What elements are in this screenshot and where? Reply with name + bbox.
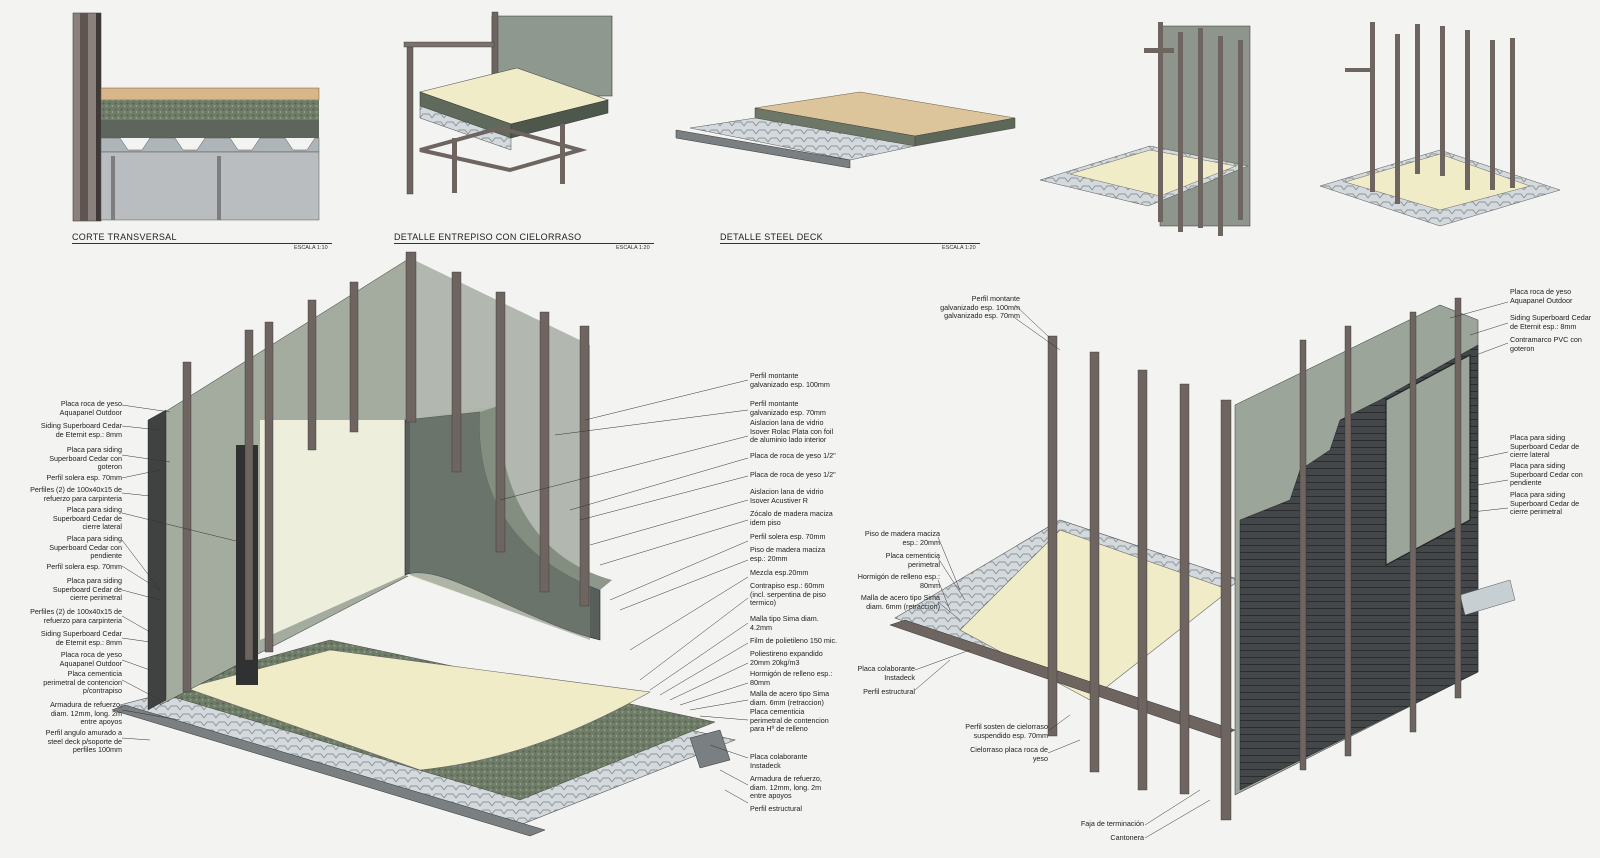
detail-title-entrepiso: DETALLE ENTREPISO CON CIELORRASO (394, 232, 582, 242)
center-label: Perfil solera esp. 70mm (750, 532, 826, 541)
left-label: Placa cementicia perimetral de contencio… (43, 669, 122, 696)
title-underline (720, 243, 980, 244)
right-inner-label: Perfil estructural (863, 687, 915, 696)
right-inner-label: Placa colaborante Instadeck (857, 664, 915, 682)
right-outer-label: Placa roca de yeso Aquapanel Outdoor (1510, 287, 1573, 305)
left-label: Placa roca de yeso Aquapanel Outdoor (59, 650, 122, 668)
center-label: Hormigón de relleno esp.: 80mm (750, 669, 833, 687)
corte-transversal-drawing (72, 12, 320, 222)
detail-scale-steel-deck: ESCALA 1:20 (942, 245, 976, 251)
center-label: Aislacion lana de vidrio Isover Acustive… (750, 487, 824, 505)
center-label: Aislacion lana de vidrio Isover Rolac Pl… (750, 418, 834, 445)
center-label: Malla de acero tipo Sima diam. 6mm (retr… (750, 689, 830, 707)
right-inner-label: Cantonera (1110, 833, 1144, 842)
center-label: Armadura de refuerzo, diam. 12mm, long. … (750, 774, 822, 801)
left-label: Siding Superboard Cedar de Eternit esp.:… (40, 421, 122, 439)
left-label: Placa para siding Superboard Cedar con g… (49, 445, 122, 472)
right-inner-label: Malla de acero tipo Sima diam. 6mm (retr… (860, 593, 940, 611)
right-inner-label: Perfil sosten de cielorraso suspendido e… (965, 722, 1048, 740)
left-label: Placa para siding Superboard Cedar de ci… (52, 576, 122, 603)
main-isometric-drawing (111, 251, 737, 837)
title-underline (72, 243, 332, 244)
steel-deck-drawing (675, 91, 1016, 169)
center-label: Piso de madera maciza esp.: 20mm (750, 545, 826, 563)
detail-title-corte: CORTE TRANSVERSAL (72, 232, 177, 242)
small-isometric-b (1319, 22, 1561, 227)
left-label: Siding Superboard Cedar de Eternit esp.:… (40, 629, 122, 647)
right-outer-label: Placa para siding Superboard Cedar con p… (1510, 461, 1583, 488)
entrepiso-drawing (403, 11, 613, 195)
right-inner-label: Placa cementicia perimetral (885, 551, 940, 569)
left-label: Placa para siding Superboard Cedar de ci… (52, 505, 122, 532)
left-label: Placa para siding Superboard Cedar con p… (49, 534, 122, 561)
leader-lines-left (121, 404, 241, 741)
center-label: Film de polietileno 150 mic. (750, 636, 838, 645)
center-label: Placa cementicia perimetral de contencio… (750, 707, 829, 734)
right-inner-label: Piso de madera maciza esp.: 20mm (864, 529, 940, 547)
right-outer-label: Siding Superboard Cedar de Eternit esp.:… (1510, 313, 1592, 331)
right-outer-label: Placa para siding Superboard Cedar de ci… (1510, 433, 1580, 460)
left-label: Perfil solera esp. 70mm (46, 473, 123, 482)
right-inner-label: Cielorraso placa roca de yeso (970, 745, 1048, 763)
detail-scale-entrepiso: ESCALA 1:20 (616, 245, 650, 251)
center-label: Perfil montante galvanizado esp. 70mm (750, 399, 826, 417)
left-label: Placa roca de yeso Aquapanel Outdoor (59, 399, 122, 417)
title-underline (394, 243, 654, 244)
center-label: Mezcla esp.20mm (750, 568, 809, 577)
right-inner-label: Perfil montante galvanizado esp. 100mm g… (940, 294, 1020, 321)
left-label: Perfiles (2) de 100x40x15 de refuerzo pa… (30, 485, 122, 503)
center-label: Zócalo de madera maciza idem piso (750, 509, 833, 527)
center-label: Placa de roca de yeso 1/2" (750, 470, 836, 479)
left-label: Armadura de refuerzo, diam. 12mm, long. … (50, 700, 122, 727)
center-label: Perfil estructural (750, 804, 802, 813)
detail-title-steel-deck: DETALLE STEEL DECK (720, 232, 823, 242)
right-outer-label: Placa para siding Superboard Cedar de ci… (1510, 490, 1580, 517)
center-label: Placa de roca de yeso 1/2" (750, 451, 836, 460)
right-isometric-drawing (889, 297, 1516, 821)
leader-lines-center (499, 379, 749, 804)
detail-scale-corte: ESCALA 1:10 (294, 245, 328, 251)
center-label: Perfil montante galvanizado esp. 100mm (750, 371, 830, 389)
center-label: Poliestireno expandido 20mm 20kg/m3 (750, 649, 823, 667)
left-label: Perfil solera esp. 70mm (46, 562, 123, 571)
leader-lines-right (914, 301, 1509, 839)
small-isometric-a (1039, 22, 1251, 236)
right-inner-label: Faja de terminación (1080, 819, 1144, 828)
right-inner-label: Hormigón de relleno esp.: 80mm (857, 572, 940, 590)
right-outer-label: Contramarco PVC con goteron (1510, 335, 1582, 353)
center-label: Contrapiso esp.: 60mm (incl. serpentina … (750, 581, 826, 608)
center-label: Placa colaborante Instadeck (750, 752, 808, 770)
left-label: Perfiles (2) de 100x40x15 de refuerzo pa… (30, 607, 122, 625)
center-label: Malla tipo Sima diam. 4.2mm (750, 614, 819, 632)
left-label: Perfil angulo amurado a steel deck p/sop… (45, 728, 122, 755)
